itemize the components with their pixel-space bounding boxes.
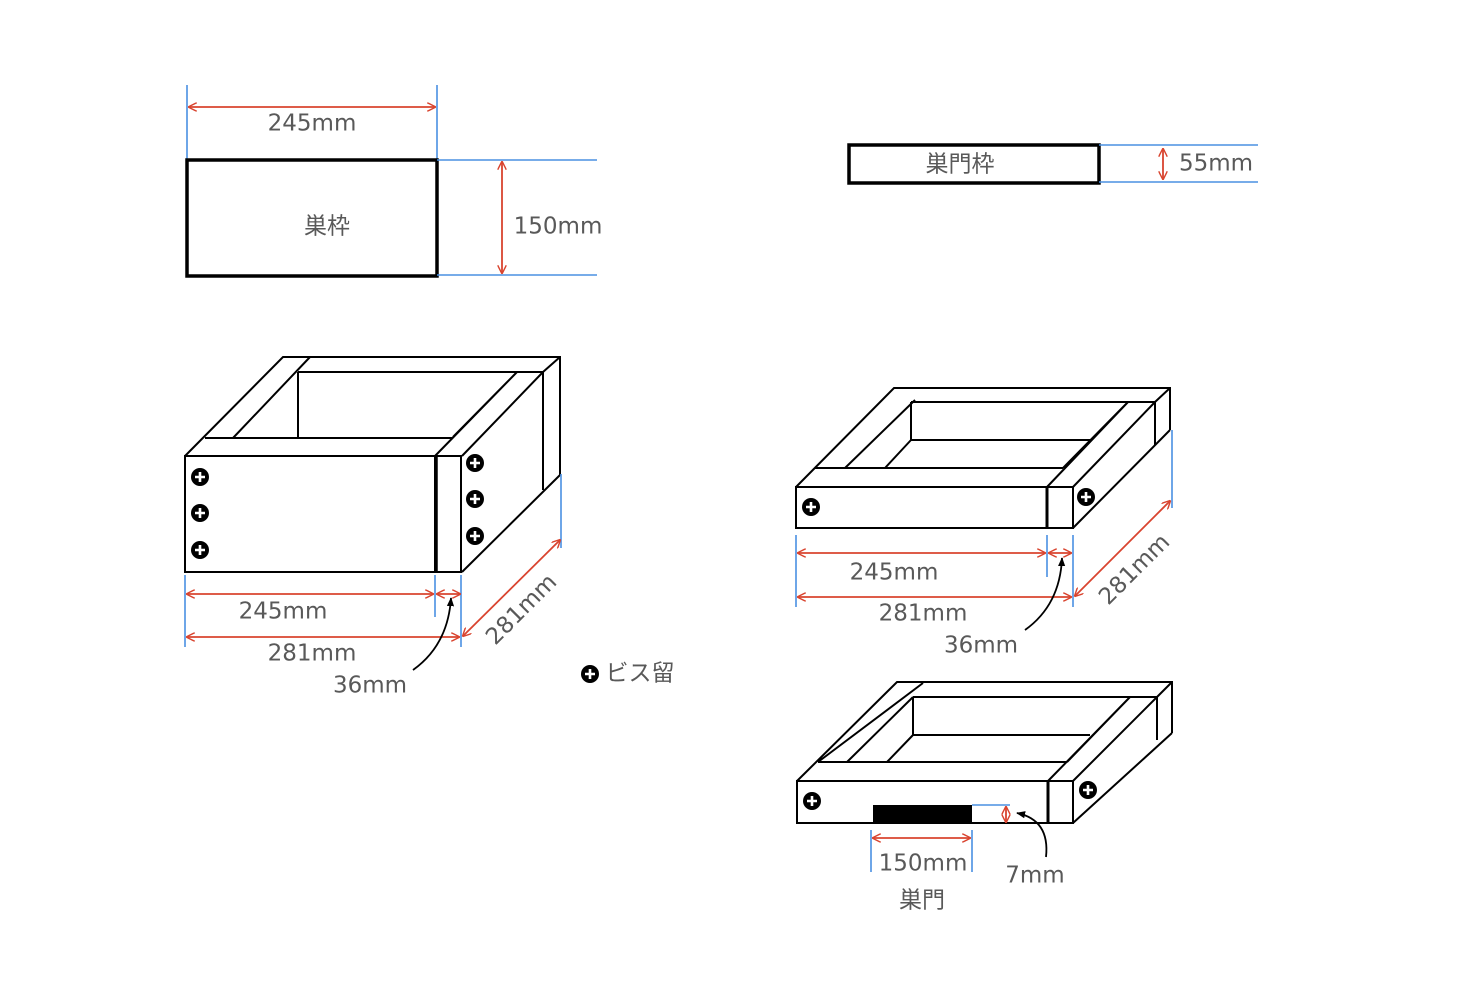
legend: ビス留 [579,661,675,687]
entrance-frame-height: 55mm [1179,151,1253,177]
legend-label: ビス留 [606,661,675,687]
nest-frame-width: 245mm [268,111,357,137]
inner-width-label: 245mm [850,560,939,586]
screw-icon [1077,779,1099,801]
entrance-frame-drawing: 巣門枠 55mm [847,143,1258,185]
side-board-edge [434,455,462,573]
thickness-label: 36mm [944,633,1018,659]
cutout-height-label: 7mm [1005,863,1064,889]
depth-label: 281mm [481,569,562,650]
cutout-name-label: 巣門 [899,888,945,914]
nest-frame-drawing: 245mm 巣枠 150mm [185,85,603,278]
nest-frame-name: 巣枠 [304,214,350,240]
outer-width-label: 281mm [879,601,968,627]
entrance-frame-assembled-drawing: 245mm 281mm 281mm 36mm [795,387,1175,659]
thickness-label: 36mm [333,673,407,699]
entrance-cutout-drawing: 150mm 巣門 7mm [796,681,1173,914]
inner-width-label: 245mm [239,599,328,625]
screw-icon [579,663,601,685]
assembled-box-drawing: 245mm 281mm 281mm 36mm [184,356,562,699]
outer-width-label: 281mm [268,641,357,667]
entrance-opening [873,805,972,823]
front-board [184,455,436,573]
entrance-frame-name: 巣門枠 [926,152,995,178]
nest-frame-height: 150mm [514,214,603,240]
depth-label: 281mm [1094,529,1175,610]
cutout-width-label: 150mm [879,851,968,877]
entrance-frame-rect [847,143,1101,185]
screw-icon [1075,486,1097,508]
screw-icon [800,496,822,518]
screw-icon [801,790,823,812]
nest-frame-rect [185,158,439,278]
